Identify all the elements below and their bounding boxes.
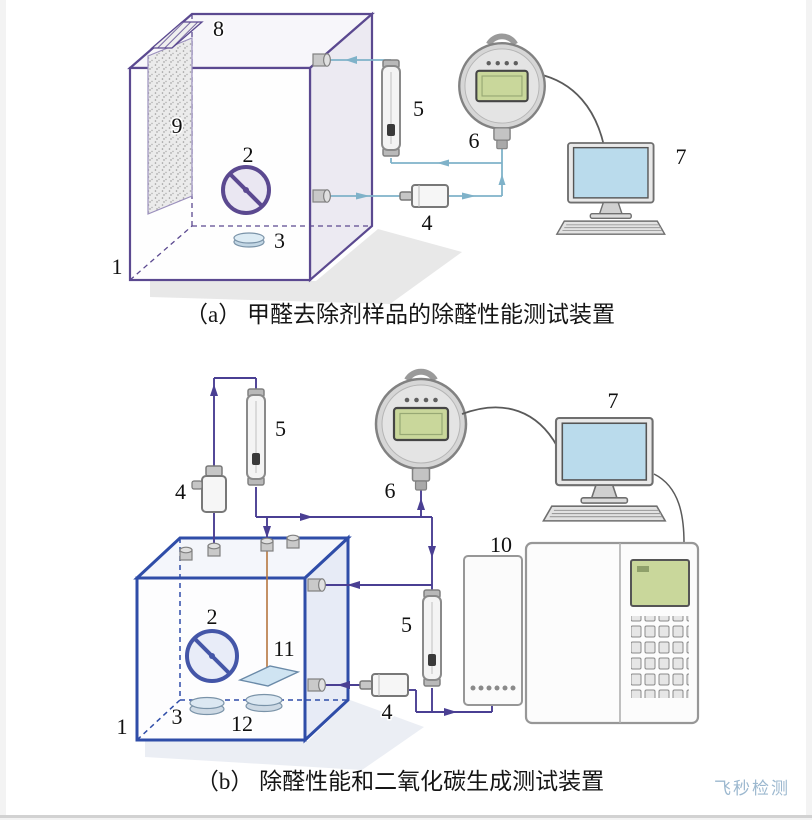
bottom-border — [0, 815, 812, 818]
panel-b: 1 2 3 12 11 4 5 6 7 10 5 4 （b） 除醛性能和二氧化碳… — [115, 372, 700, 794]
fan-hub — [243, 187, 249, 193]
tray-plate — [237, 665, 301, 687]
label-fan-b: 2 — [207, 604, 218, 629]
panel-a: 1 2 3 4 5 6 7 8 9 （a） 甲醛去除剂样品的除醛性能测试装置 — [110, 11, 688, 327]
sample-dish-b-right — [245, 693, 283, 713]
pump-cap — [205, 465, 223, 477]
flow-arrow — [444, 708, 457, 716]
co2-analyzer — [463, 541, 700, 725]
flow-arrow — [300, 513, 313, 521]
fan-hub — [209, 653, 215, 659]
label-computer-a: 7 — [676, 144, 687, 169]
label-slot-a: 8 — [213, 16, 224, 41]
flowmeter-b-right — [422, 589, 442, 687]
label-fan-a: 2 — [243, 142, 254, 167]
caption-b: （b） 除醛性能和二氧化碳生成测试装置 — [196, 769, 604, 794]
flowmeter-a — [381, 59, 401, 157]
hidden-edge — [136, 699, 181, 741]
label-pump-b-right: 4 — [382, 699, 393, 724]
flow-arrow — [437, 159, 449, 167]
flow-arrow — [417, 498, 425, 510]
flow-arrow — [210, 384, 218, 396]
analyzer-keypad — [631, 616, 689, 698]
flow-arrow — [263, 526, 271, 538]
chamber-port-right-bottom — [307, 678, 326, 692]
flow-arrows-b — [210, 384, 457, 716]
analyzer-side-module — [463, 555, 523, 706]
label-pump-a: 4 — [422, 210, 433, 235]
flow-arrow — [428, 546, 436, 558]
sampling-pump-b-left — [191, 465, 227, 513]
label-chamber-b: 1 — [117, 714, 128, 739]
pump-body — [201, 475, 227, 513]
label-chamber-a: 1 — [112, 254, 123, 279]
hidden-edge — [129, 225, 193, 281]
sample-tray — [237, 665, 301, 687]
chamber-shadow — [150, 229, 462, 304]
flow-arrow — [462, 192, 476, 200]
chamber-shadow-b — [145, 700, 424, 770]
chamber-port-top-a — [312, 53, 331, 67]
computer-b — [542, 416, 667, 522]
fan-b — [185, 629, 239, 683]
caption-a: （a） 甲醛去除剂样品的除醛性能测试装置 — [185, 302, 615, 327]
signal-cable-a — [537, 73, 605, 147]
label-tray: 11 — [273, 636, 294, 661]
flow-arrow — [345, 56, 357, 64]
label-flowmeter-b-right: 5 — [401, 612, 412, 637]
flow-arrow — [356, 192, 370, 200]
analyzer-screen-cursor — [637, 566, 649, 572]
inlet-slot — [150, 21, 204, 49]
watermark: 飞秒检测 — [714, 779, 790, 798]
sample-dish-a — [233, 232, 265, 248]
dish-rim — [189, 696, 225, 710]
sample-dish-b-left — [189, 696, 225, 716]
fan-a — [221, 165, 271, 215]
flow-arrow — [347, 581, 360, 589]
sample-sheet — [147, 37, 193, 215]
label-flowmeter-a: 5 — [413, 96, 424, 121]
computer-a — [555, 142, 666, 236]
dish-rim — [233, 232, 265, 244]
label-dish-a: 3 — [274, 228, 285, 253]
label-computer-b: 7 — [608, 388, 619, 413]
label-pump-b-left: 4 — [175, 479, 186, 504]
analyzer-cable — [653, 473, 685, 544]
chamber-port-side-a — [312, 189, 331, 203]
label-dish-b-right: 12 — [231, 711, 253, 736]
flow-arrows-a — [345, 56, 506, 200]
signal-cable-b — [461, 406, 558, 447]
label-sample-a: 9 — [172, 113, 183, 138]
label-analyzer: 10 — [490, 532, 512, 557]
dish-rim — [245, 693, 283, 707]
label-dish-b-left: 3 — [172, 704, 183, 729]
module-vents — [470, 685, 516, 691]
pump-nozzle — [191, 480, 203, 490]
label-detector-a: 6 — [469, 128, 480, 153]
chamber-port-right-top — [307, 578, 326, 592]
label-flowmeter-b-left: 5 — [275, 416, 286, 441]
flowmeter-b-left — [246, 388, 266, 486]
label-detector-b: 6 — [385, 478, 396, 503]
test-chamber-b — [133, 534, 352, 744]
flow-arrow — [498, 174, 506, 185]
flow-arrow — [337, 681, 350, 689]
